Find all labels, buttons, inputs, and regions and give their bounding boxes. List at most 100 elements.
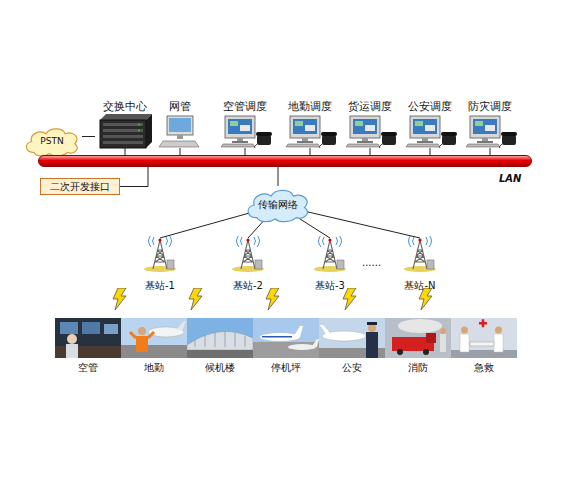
network-link bbox=[248, 220, 265, 238]
network-link bbox=[180, 148, 181, 155]
scene-photo: 地勤 bbox=[121, 318, 187, 374]
server-icon bbox=[146, 114, 152, 148]
control-room-photo bbox=[67, 334, 77, 344]
network-link bbox=[120, 167, 148, 187]
network-cloud: 传输网络 bbox=[243, 186, 313, 224]
network-link bbox=[245, 148, 246, 155]
base-station: 基站-2 bbox=[226, 236, 270, 292]
network-link bbox=[125, 148, 126, 155]
node-label: 候机楼 bbox=[187, 362, 253, 374]
node-label: 防灾调度 bbox=[462, 100, 518, 113]
apron-photo bbox=[294, 326, 303, 337]
apron-photo bbox=[253, 342, 319, 358]
network-link bbox=[82, 136, 95, 137]
control-room-photo bbox=[60, 322, 78, 334]
node-label: 基站-1 bbox=[138, 280, 182, 292]
node-label: 公安调度 bbox=[402, 100, 458, 113]
scene-photo: 候机楼 bbox=[187, 318, 253, 374]
apron-photo bbox=[260, 333, 300, 341]
dispatch-icon bbox=[466, 116, 517, 148]
server-icon bbox=[138, 124, 140, 126]
pc-icon bbox=[159, 141, 199, 147]
dispatch-console: 地勤调度 bbox=[282, 100, 338, 148]
tower-icon bbox=[144, 235, 176, 272]
radio-bolt bbox=[419, 288, 432, 310]
ground-crew-photo bbox=[130, 332, 154, 338]
lan-bus: LAN bbox=[38, 155, 532, 167]
control-room-photo bbox=[82, 322, 100, 334]
fire-photo bbox=[385, 318, 451, 358]
fire-photo bbox=[398, 319, 442, 333]
fire-photo bbox=[385, 318, 451, 358]
control-room-photo bbox=[55, 346, 121, 358]
pc-icon bbox=[159, 116, 199, 147]
scene-photo: 停机坪 bbox=[253, 318, 319, 374]
terminal-photo bbox=[187, 350, 253, 358]
server-icon bbox=[100, 114, 152, 120]
dispatch-console: 公安调度 bbox=[402, 100, 458, 148]
ground-crew-photo bbox=[138, 327, 146, 335]
police-photo bbox=[319, 318, 385, 358]
pc-terminal: 网管 bbox=[158, 100, 202, 148]
first-aid-photo bbox=[460, 334, 469, 352]
node-label: LAN bbox=[499, 173, 521, 185]
scene-photo: 空管 bbox=[55, 318, 121, 374]
node-label: 基站-3 bbox=[308, 280, 352, 292]
apron-photo bbox=[253, 318, 319, 358]
network-link bbox=[306, 212, 420, 238]
node-label: PSTN bbox=[22, 136, 82, 147]
node-label: 基站-N bbox=[398, 280, 442, 292]
ground-crew-photo bbox=[176, 321, 186, 331]
node-label: 网管 bbox=[158, 100, 202, 113]
base-station: 基站-1 bbox=[138, 236, 182, 292]
node-label: 空管 bbox=[55, 362, 121, 374]
dispatch-icon bbox=[406, 116, 457, 148]
node-label: 消防 bbox=[385, 362, 451, 374]
apron-photo bbox=[253, 318, 319, 358]
radio-bolt bbox=[266, 288, 279, 310]
tower-icon bbox=[144, 235, 436, 272]
network-link bbox=[278, 167, 279, 186]
first-aid-photo bbox=[461, 327, 468, 334]
fire-photo bbox=[426, 333, 436, 343]
control-room-photo bbox=[104, 324, 118, 334]
fire-photo bbox=[423, 349, 429, 355]
police-photo bbox=[319, 318, 385, 358]
ground-crew-photo bbox=[121, 318, 187, 358]
pstn-cloud: PSTN bbox=[22, 125, 82, 158]
terminal-photo bbox=[195, 331, 245, 347]
node-label: 基站-2 bbox=[226, 280, 270, 292]
server-icon bbox=[103, 141, 143, 144]
ground-crew-photo bbox=[121, 345, 187, 358]
ground-crew-photo bbox=[136, 336, 148, 352]
pc-icon bbox=[167, 116, 193, 135]
terminal-photo bbox=[187, 318, 253, 358]
network-link bbox=[298, 217, 330, 238]
scene-photo: 消防 bbox=[385, 318, 451, 374]
interface-box: 二次开发接口 bbox=[40, 178, 120, 195]
police-photo bbox=[367, 322, 377, 325]
tower-icon bbox=[232, 235, 264, 272]
ellipsis-label: ...... bbox=[362, 257, 381, 268]
terminal-photo bbox=[187, 318, 253, 358]
base-station: 基站-3 bbox=[308, 236, 352, 292]
ground-crew-photo bbox=[121, 318, 187, 358]
dispatch-icon bbox=[286, 116, 337, 148]
network-link bbox=[310, 148, 311, 155]
node-label: 急救 bbox=[451, 362, 517, 374]
server-icon bbox=[103, 135, 143, 138]
apron-photo bbox=[262, 336, 292, 338]
server-icon bbox=[103, 123, 143, 126]
radio-bolt bbox=[113, 288, 432, 310]
tower-icon bbox=[314, 235, 346, 272]
dispatch-icon bbox=[221, 116, 517, 148]
terminal-photo bbox=[187, 331, 253, 350]
apron-photo bbox=[288, 344, 316, 350]
tower-icon bbox=[404, 235, 436, 272]
node-label: 空管调度 bbox=[217, 100, 273, 113]
server-icon bbox=[100, 114, 152, 148]
dispatch-console: 货运调度 bbox=[342, 100, 398, 148]
first-aid-photo bbox=[494, 334, 503, 352]
first-aid-photo bbox=[495, 327, 502, 334]
